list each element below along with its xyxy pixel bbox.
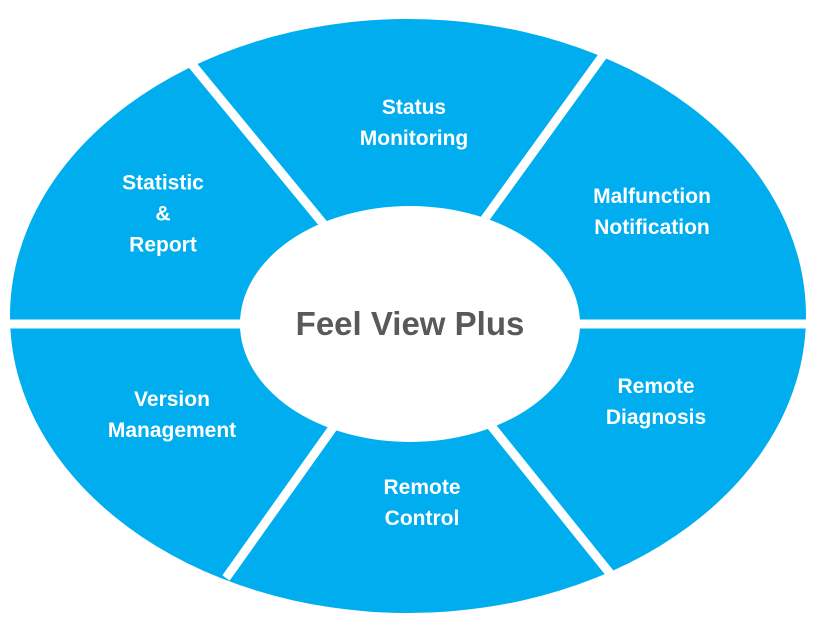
segment-malfunction-notification-line-2: Notification — [594, 216, 710, 239]
segment-remote-control-line-2: Control — [384, 507, 460, 530]
segment-statistic-report-line-2: & — [155, 202, 171, 226]
segment-status-monitoring-line-1: Status — [381, 96, 447, 119]
segment-status-monitoring: Status Monitoring — [360, 92, 468, 154]
separator-bottom-left — [222, 409, 348, 581]
segment-malfunction-notification-line-1: Malfunction — [593, 185, 711, 208]
segment-version-management-line-2: Management — [107, 419, 237, 442]
segment-status-monitoring-line-2: Monitoring — [359, 127, 469, 150]
separator-top-right — [480, 51, 608, 223]
separator-top-left — [186, 59, 334, 235]
segment-remote-diagnosis-line-2: Diagnosis — [605, 406, 707, 429]
segment-malfunction-notification: Malfunction Notification — [593, 181, 711, 243]
segment-statistic-report: Statistic & Report — [122, 168, 204, 261]
center-hub — [240, 206, 580, 442]
center-title: Feel View Plus — [295, 305, 525, 342]
segment-statistic-report-line-1: Statistic — [122, 171, 204, 195]
segment-remote-diagnosis: Remote Diagnosis — [606, 371, 706, 433]
segment-remote-control: Remote Control — [383, 472, 460, 534]
segment-separators — [4, 51, 812, 581]
separator-bottom-right — [476, 409, 616, 579]
segment-remote-control-line-1: Remote — [383, 476, 461, 499]
segment-version-management: Version Management — [108, 384, 236, 446]
segment-version-management-line-1: Version — [134, 388, 210, 411]
segment-remote-diagnosis-line-1: Remote — [617, 375, 695, 398]
segment-statistic-report-line-3: Report — [129, 233, 197, 257]
